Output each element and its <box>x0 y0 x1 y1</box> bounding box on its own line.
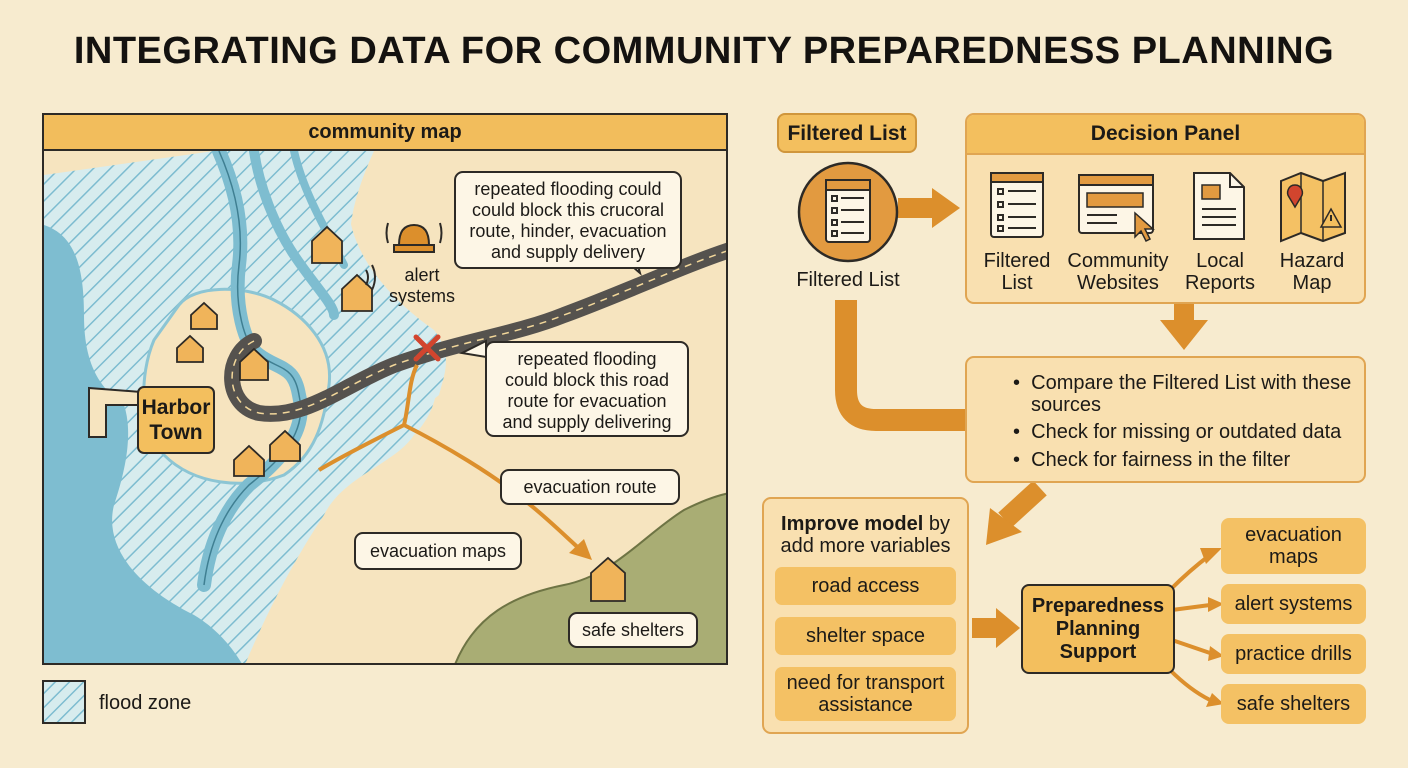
decision-item-filtered-list: Filtered List <box>973 250 1061 294</box>
house-icon <box>176 225 626 602</box>
alert-siren-icon <box>365 222 443 291</box>
decision-item-local-reports: Local Reports <box>1175 250 1265 294</box>
output-practice-drills: practice drills <box>1221 634 1366 674</box>
alert-label-line: alert <box>404 265 440 285</box>
verification-panel: • Compare the Filtered List with these s… <box>965 356 1366 483</box>
harbor-line: Harbor <box>141 396 211 419</box>
alert-systems-label: alert systems <box>382 265 462 307</box>
list-document-icon <box>990 172 1044 238</box>
variable-line: assistance <box>818 694 913 716</box>
community-map: community map repeated flooding could co… <box>42 113 728 665</box>
callout-line: and supply delivery <box>490 242 646 262</box>
road-blocked-marker <box>413 334 441 362</box>
decision-item-line: Reports <box>1184 272 1256 294</box>
evacuation-route-label: evacuation route <box>500 469 680 505</box>
support-line: Planning <box>1055 618 1141 640</box>
filtered-list-icon <box>797 161 899 263</box>
decision-panel-title: Decision Panel <box>967 115 1364 155</box>
variable-shelter-space: shelter space <box>775 617 956 655</box>
callout-road-route: repeated flooding could block this road … <box>485 341 689 437</box>
improve-model-panel: Improve model by add more variables road… <box>762 497 969 734</box>
evacuation-route-line <box>317 422 586 555</box>
support-line: Preparedness <box>1031 595 1165 617</box>
check-item: • Check for missing or outdated data <box>1013 421 1342 443</box>
map-header: community map <box>44 115 726 151</box>
callout-line: repeated flooding <box>517 349 657 369</box>
output-line: evacuation <box>1245 524 1342 546</box>
legend-label: flood zone <box>99 692 192 714</box>
decision-panel: Decision Panel Filtered List <box>965 113 1366 304</box>
decision-item-line: List <box>1001 272 1033 294</box>
sea <box>44 225 242 663</box>
output-line: maps <box>1269 546 1318 568</box>
report-icon <box>1193 172 1245 240</box>
improve-rest: by <box>923 513 950 535</box>
page-title: INTEGRATING DATA FOR COMMUNITY PREPAREDN… <box>73 30 1335 72</box>
check-item: • Check for fairness in the filter <box>1013 449 1291 471</box>
hazard-map-icon <box>1280 171 1346 243</box>
variable-transport-assistance: need for transport assistance <box>775 667 956 721</box>
callout-line: could block this road <box>504 370 670 390</box>
variable-road-access: road access <box>775 567 956 605</box>
improve-bold: Improve model <box>781 513 924 535</box>
evacuation-maps-label: evacuation maps <box>354 532 522 570</box>
decision-item-line: Local <box>1196 250 1244 272</box>
decision-item-line: Map <box>1292 272 1332 294</box>
variable-line: need for transport <box>786 672 945 694</box>
callout-crucial-route: repeated flooding could could block this… <box>454 171 682 269</box>
check-text: Compare the Filtered List with these sou… <box>1031 372 1352 416</box>
support-line: Support <box>1059 641 1137 663</box>
filtered-list-tag: Filtered List <box>777 113 917 153</box>
safe-shelters-label: safe shelters <box>568 612 698 648</box>
flood-zone-swatch <box>42 680 86 724</box>
improve-model-heading: Improve model by add more variables <box>764 513 967 557</box>
filtered-list-caption: Filtered List <box>796 269 900 291</box>
callout-line: repeated flooding could <box>474 179 662 199</box>
callout-line: could block this crucoral <box>471 200 665 220</box>
check-text: Check for fairness in the filter <box>1031 449 1291 471</box>
check-text: Check for missing or outdated data <box>1031 421 1342 443</box>
check-item: • Compare the Filtered List with these s… <box>1013 372 1352 416</box>
output-alert-systems: alert systems <box>1221 584 1366 624</box>
output-evacuation-maps: evacuation maps <box>1221 518 1366 574</box>
decision-item-line: Websites <box>1077 272 1159 294</box>
decision-item-community-websites: Community Websites <box>1063 250 1173 294</box>
callout-line: route for evacuation <box>507 391 667 411</box>
decision-item-line: Hazard <box>1279 250 1345 272</box>
callout-line: and supply delivering <box>502 412 672 432</box>
alert-label-line: systems <box>388 286 455 306</box>
website-icon <box>1078 174 1155 243</box>
callout-line: route, hinder, evacuation <box>469 221 667 241</box>
preparedness-support-box: Preparedness Planning Support <box>1021 584 1175 674</box>
decision-item-line: Filtered <box>983 250 1051 272</box>
harbor-line: Town <box>149 421 203 444</box>
harbor-town-label: Harbor Town <box>137 386 215 454</box>
output-safe-shelters: safe shelters <box>1221 684 1366 724</box>
improve-line2: add more variables <box>780 535 951 557</box>
decision-item-hazard-map: Hazard Map <box>1267 250 1357 294</box>
decision-item-line: Community <box>1067 250 1169 272</box>
